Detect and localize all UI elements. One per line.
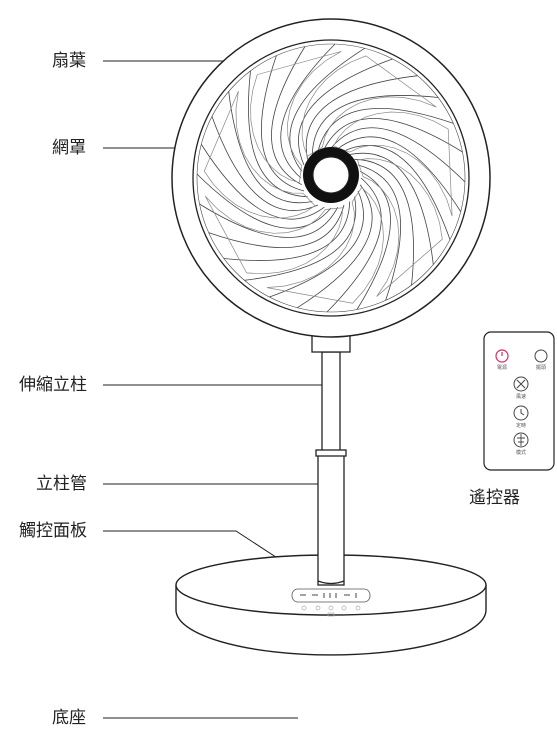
pole [311, 334, 351, 457]
grille-wire [228, 91, 313, 204]
label-panel: 觸控面板 [19, 521, 87, 541]
tube [317, 454, 345, 586]
label-blade: 扇葉 [52, 51, 86, 71]
grille-wire [289, 47, 365, 172]
grille-wire [248, 70, 308, 198]
label-remote: 遙控器 [469, 488, 520, 508]
clock-icon [513, 405, 529, 421]
grille-wire [356, 170, 391, 310]
grille-wire [196, 173, 332, 229]
grille-wire [323, 118, 463, 153]
grille-wire [357, 164, 401, 301]
grille-wire [199, 203, 339, 238]
grille-wire [330, 127, 466, 183]
grille-wire [271, 46, 306, 186]
label-grille: 網罩 [52, 138, 86, 158]
grille-wire [343, 145, 451, 240]
grille-wire [298, 58, 393, 166]
fan-blade [204, 195, 344, 275]
fan-blades [196, 43, 466, 313]
grille-wire [337, 136, 462, 212]
grille-wire [223, 201, 351, 261]
remote-speed-label: 風速 [515, 394, 526, 400]
mode-icon [513, 432, 529, 448]
remote-timer-label: 定時 [515, 423, 526, 429]
hub-center [312, 156, 350, 194]
remote-mode-label: 模式 [515, 450, 526, 456]
grille-wire [211, 116, 319, 211]
fan-blade [332, 111, 453, 217]
fan-blade [357, 158, 443, 297]
grille-wire [354, 158, 414, 286]
touch-panel [291, 588, 371, 617]
grille-wire [349, 152, 434, 265]
swing-icon [534, 349, 548, 363]
fan-head [171, 18, 491, 338]
power-icon [495, 349, 509, 363]
remote-power-label: 電源 [496, 365, 507, 371]
grille-wire [261, 55, 305, 192]
grille-wire [208, 204, 345, 248]
label-tube: 立柱管 [36, 474, 87, 494]
remote-control [483, 331, 555, 471]
label-base: 底座 [52, 708, 86, 728]
fan-blade [266, 186, 384, 304]
fan-icon [513, 376, 529, 392]
grille-wire [317, 108, 454, 152]
grille-wire [297, 184, 373, 309]
grille-wire [305, 75, 418, 160]
fan-blade [250, 51, 342, 184]
label-pole: 伸縮立柱 [19, 375, 87, 395]
fan-blade [203, 90, 316, 219]
grille-wire [269, 190, 364, 298]
grille-wire [244, 196, 357, 281]
remote-swing-label: 擺頭 [535, 365, 546, 371]
fan-blade [301, 55, 437, 157]
grille-wire [200, 144, 325, 220]
grille-wire [311, 95, 439, 155]
grille-wire [280, 43, 336, 179]
grille-wire [326, 177, 382, 313]
